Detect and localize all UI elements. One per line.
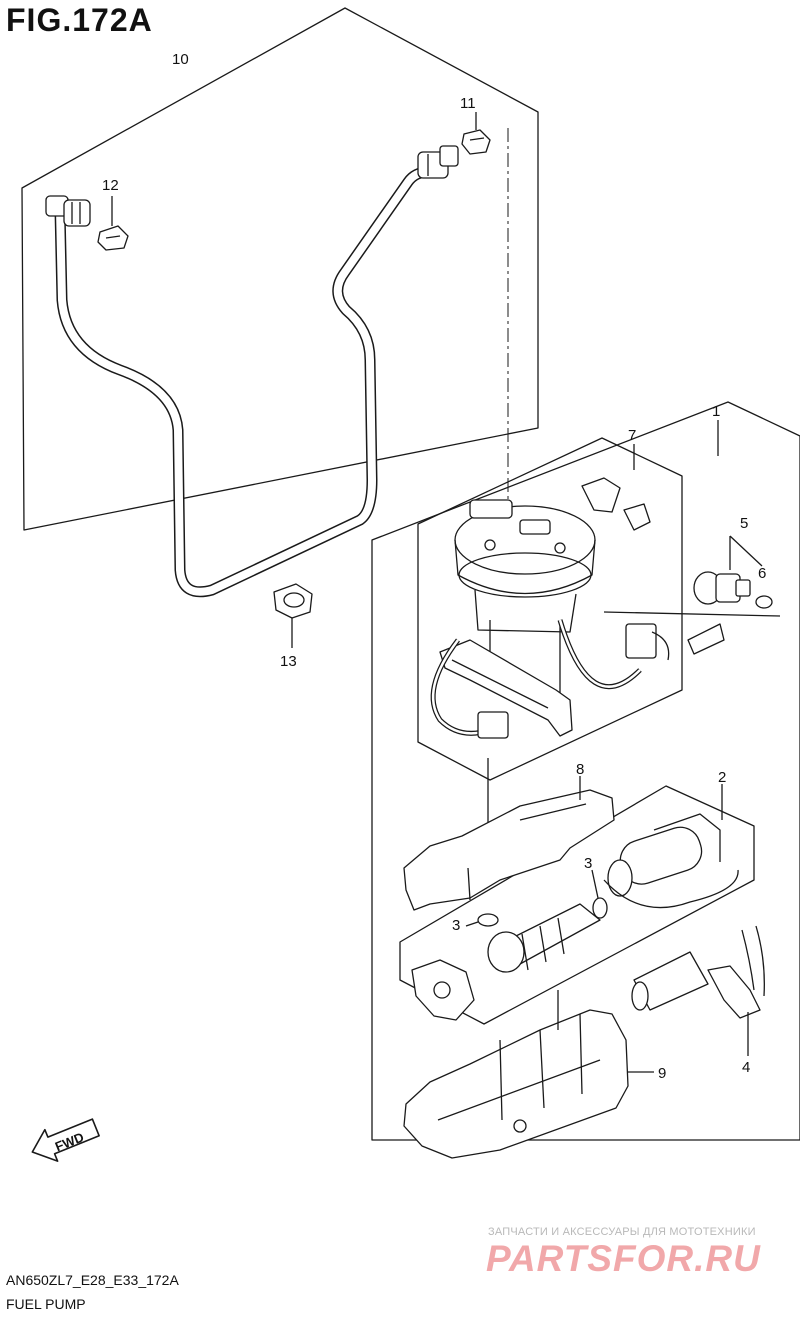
fuel-level-gauge	[631, 925, 765, 1056]
callout-9: 9	[658, 1065, 666, 1082]
hose-connector-right	[417, 145, 459, 179]
hose-connector-left	[45, 195, 91, 227]
hose-group-box	[21, 7, 539, 531]
upper-assembly-box	[417, 437, 683, 781]
callout-4: 4	[742, 1059, 750, 1076]
callout-3b: 3	[452, 917, 460, 934]
watermark-logo: PARTSFOR.RU	[486, 1238, 761, 1279]
pump-frame	[439, 639, 573, 737]
main-assembly-box	[371, 401, 800, 1141]
fuel-hose	[54, 166, 429, 598]
callout-2: 2	[718, 769, 726, 786]
callout-12: 12	[102, 177, 119, 194]
clip-13	[273, 583, 313, 648]
figure-caption: FUEL PUMP	[6, 1296, 86, 1312]
pump-flange	[454, 499, 596, 700]
clip-11	[461, 112, 491, 155]
filter-case	[403, 776, 615, 911]
callout-13: 13	[280, 653, 297, 670]
o-ring-3a	[465, 913, 499, 927]
figure-title: FIG.172A	[6, 2, 153, 38]
fwd-direction-arrow	[31, 1118, 100, 1162]
lower-bracket	[411, 959, 475, 1021]
callout-5: 5	[740, 515, 748, 532]
callout-7: 7	[628, 427, 636, 444]
callout-1: 1	[712, 403, 720, 420]
callout-6: 6	[758, 565, 766, 582]
callout-3a: 3	[584, 855, 592, 872]
watermark-subtitle: ЗАПЧАСТИ И АКСЕССУАРЫ ДЛЯ МОТОТЕХНИКИ	[488, 1226, 756, 1238]
callout-8: 8	[576, 761, 584, 778]
lower-case	[403, 990, 654, 1159]
lower-assembly-box	[399, 785, 755, 1025]
wiring-harness	[430, 619, 670, 739]
pressure-regulator	[603, 535, 781, 655]
clip-12	[97, 196, 129, 251]
o-ring-3b	[591, 869, 608, 919]
fuel-pump-motor	[603, 813, 739, 909]
callout-11: 11	[460, 95, 476, 112]
model-code: AN650ZL7_E28_E33_172A	[6, 1272, 179, 1288]
fuel-filter	[487, 903, 601, 973]
callout-10: 10	[172, 51, 189, 68]
hose-clip-upper	[581, 477, 651, 531]
